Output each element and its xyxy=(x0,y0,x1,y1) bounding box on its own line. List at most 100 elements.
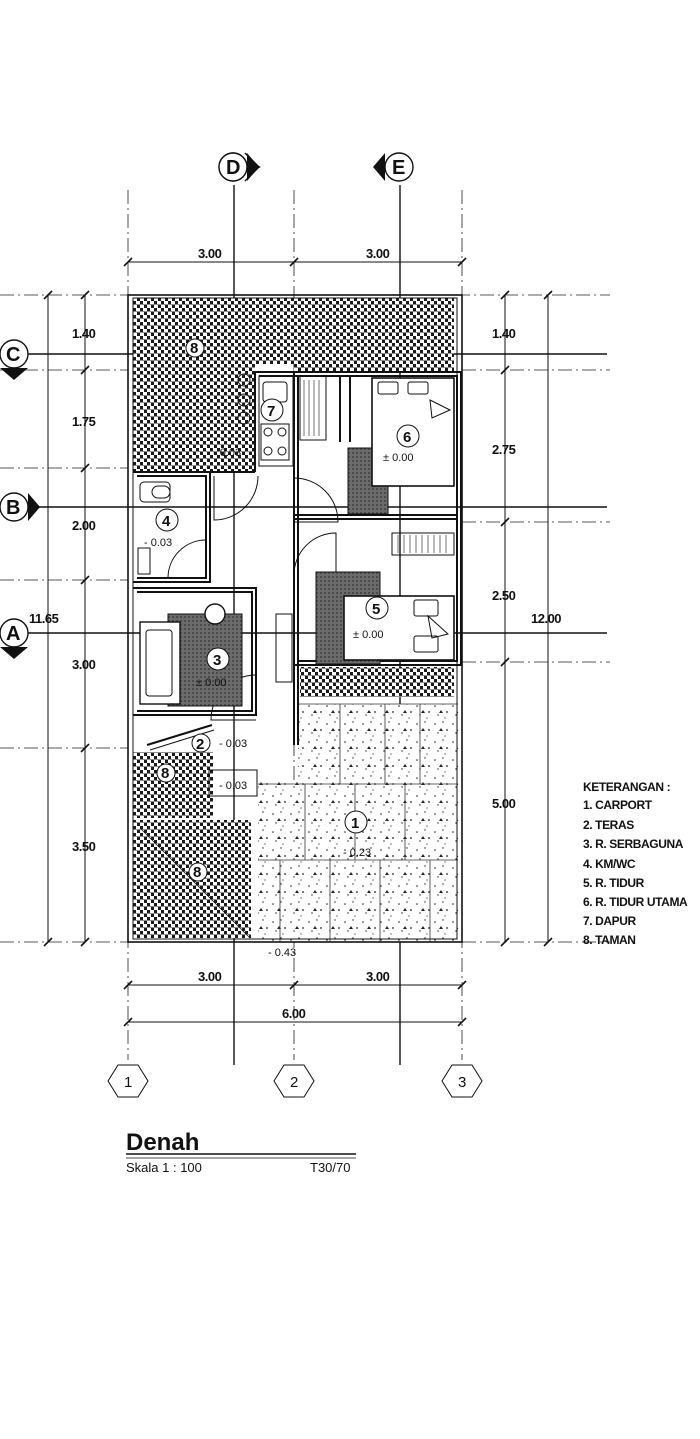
drawing-title: Denah xyxy=(126,1129,199,1156)
dim-left-3: 2.00 xyxy=(72,518,96,533)
room-8b-label: 8 xyxy=(156,763,176,783)
sofa-icon xyxy=(139,621,181,705)
bedroom-bed xyxy=(343,595,455,661)
svg-text:5: 5 xyxy=(372,601,380,618)
grid-bubble-a: A xyxy=(0,618,29,659)
garden-mid-strip xyxy=(300,667,454,697)
walls xyxy=(127,294,463,943)
legend-item-1: 1. CARPORT xyxy=(583,798,653,812)
svg-text:2: 2 xyxy=(290,1074,298,1091)
svg-text:- 0.03: - 0.03 xyxy=(144,537,172,549)
svg-text:8: 8 xyxy=(161,765,169,782)
room-8c-label: 8 xyxy=(188,862,208,882)
svg-text:C: C xyxy=(6,344,20,366)
garden-bottom-left-a xyxy=(133,752,213,818)
room-labels: 1 - 0.23 2 - 0.03 - 0.03 3 ± 0.00 4 - 0.… xyxy=(144,338,420,959)
room-7-label: 7 - 0.03 xyxy=(213,398,284,459)
tv-cabinet xyxy=(275,613,293,683)
table-icon xyxy=(204,603,226,625)
dim-left-2: 1.75 xyxy=(72,414,96,429)
grid-bubbles-letters: D E C B A xyxy=(0,152,414,659)
grid-bubbles-numbers: 1 2 3 xyxy=(107,1064,483,1098)
carport-floor xyxy=(258,703,458,942)
wardrobe-master xyxy=(299,375,327,441)
dim-left-1: 1.40 xyxy=(72,326,96,341)
outside-level: - 0.43 xyxy=(268,947,296,959)
dim-bottom-left: 3.00 xyxy=(198,969,222,984)
room-8a-label: 8 xyxy=(185,338,205,358)
legend-item-7: 7. DAPUR xyxy=(583,914,637,928)
dimension-lines xyxy=(43,257,553,1027)
dim-right-total: 12.00 xyxy=(531,611,561,626)
svg-text:D: D xyxy=(226,157,240,179)
stove-icon xyxy=(260,423,290,461)
legend-item-4: 4. KM/WC xyxy=(583,857,636,871)
dim-bottom-total: 6.00 xyxy=(282,1006,306,1021)
garden-areas xyxy=(133,298,454,938)
room-5-label: 5 ± 0.00 xyxy=(353,596,389,641)
toilet-icon xyxy=(139,481,171,503)
plant-icon xyxy=(237,373,251,387)
wardrobe-bedroom xyxy=(391,532,455,556)
garden-top-right-gap xyxy=(294,364,454,372)
svg-text:± 0.00: ± 0.00 xyxy=(353,629,384,641)
dim-top-right: 3.00 xyxy=(366,246,390,261)
dim-right-2: 2.75 xyxy=(492,442,516,457)
dim-bottom-right: 3.00 xyxy=(366,969,390,984)
title-block: Denah Skala 1 : 100 T30/70 xyxy=(126,1129,356,1175)
room-6-label: 6 ± 0.00 xyxy=(383,424,420,464)
grid-bubble-e: E xyxy=(373,152,414,182)
furniture xyxy=(137,373,455,939)
svg-text:± 0.00: ± 0.00 xyxy=(383,452,414,464)
svg-text:1: 1 xyxy=(351,815,359,832)
dim-left-5: 3.50 xyxy=(72,839,96,854)
svg-text:- 0.03: - 0.03 xyxy=(213,447,241,459)
dim-right-3: 2.50 xyxy=(492,588,516,603)
svg-text:E: E xyxy=(392,157,405,179)
legend-item-5: 5. R. TIDUR xyxy=(583,876,645,890)
legend-item-8: 8. TAMAN xyxy=(583,933,636,947)
grid-bubble-1: 1 xyxy=(107,1064,149,1098)
garden-side-left xyxy=(133,364,255,472)
drawing-type: T30/70 xyxy=(310,1160,350,1175)
svg-text:- 0.03: - 0.03 xyxy=(219,780,247,792)
garden-front-top xyxy=(133,298,454,364)
svg-text:4: 4 xyxy=(162,513,171,530)
room-3-label: 3 ± 0.00 xyxy=(196,647,230,689)
legend-item-3: 3. R. SERBAGUNA xyxy=(583,837,684,851)
dim-right-4: 5.00 xyxy=(492,796,516,811)
svg-text:8: 8 xyxy=(193,864,201,881)
grid-bubble-2: 2 xyxy=(273,1064,315,1098)
dim-right-1: 1.40 xyxy=(492,326,516,341)
dim-left-total: 11.65 xyxy=(29,611,59,626)
svg-text:7: 7 xyxy=(267,403,275,420)
svg-text:- 0.23: - 0.23 xyxy=(343,847,371,859)
garden-bench xyxy=(208,769,258,797)
room-1-label: 1 - 0.23 xyxy=(343,810,371,859)
drawing-scale: Skala 1 : 100 xyxy=(126,1160,202,1175)
dimension-labels: 3.00 3.00 3.00 3.00 6.00 1.40 1.75 2.00 … xyxy=(29,246,562,1021)
legend-item-2: 2. TERAS xyxy=(583,818,634,832)
svg-text:B: B xyxy=(6,497,20,519)
shower-icon xyxy=(137,547,151,575)
svg-text:A: A xyxy=(6,623,20,645)
svg-text:1: 1 xyxy=(124,1074,132,1091)
svg-text:8: 8 xyxy=(190,340,198,357)
svg-text:6: 6 xyxy=(403,429,411,446)
grid-bubble-c: C xyxy=(0,339,29,380)
dim-left-4: 3.00 xyxy=(72,657,96,672)
grid-bubble-b: B xyxy=(0,492,40,522)
room-4-label: 4 - 0.03 xyxy=(144,508,179,549)
kitchen-counter xyxy=(258,375,294,467)
grid-bubble-d: D xyxy=(218,152,261,182)
legend-heading: KETERANGAN : xyxy=(583,780,670,794)
room-2-label: 2 - 0.03 - 0.03 xyxy=(191,733,247,792)
grid-bubble-3: 3 xyxy=(441,1064,483,1098)
svg-text:2: 2 xyxy=(196,736,204,753)
legend-item-6: 6. R. TIDUR UTAMA xyxy=(583,895,688,909)
svg-text:3: 3 xyxy=(213,652,221,669)
legend: KETERANGAN : 1. CARPORT 2. TERAS 3. R. S… xyxy=(583,780,688,947)
dim-top-left: 3.00 xyxy=(198,246,222,261)
svg-text:3: 3 xyxy=(458,1074,466,1091)
svg-text:- 0.03: - 0.03 xyxy=(219,738,247,750)
